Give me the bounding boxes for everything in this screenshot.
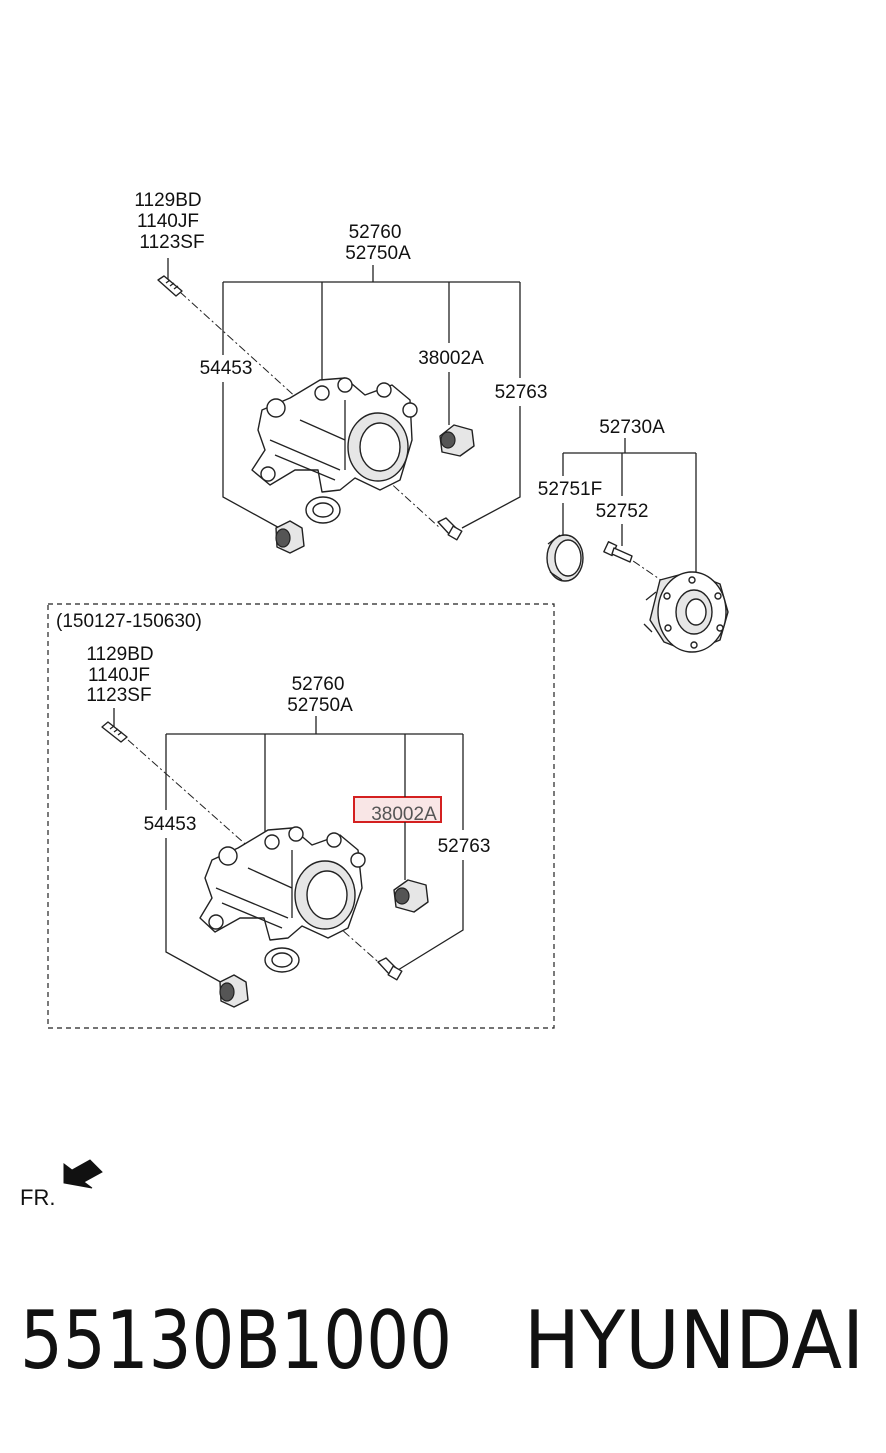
hub-cap-label: 52751F: [538, 479, 602, 500]
part-number: 55130B1000: [20, 1294, 452, 1387]
lower-bolt-label-1: 1129BD: [86, 644, 153, 665]
upper-knuckle-label-1: 52760: [349, 222, 402, 243]
hub-cap: [546, 534, 584, 582]
hub-group: 52730A 52751F 52752: [538, 417, 729, 653]
upper-bolt-right-label: 52763: [495, 382, 548, 403]
lower-group-frame: [47, 603, 555, 1029]
direction-indicator: FR.: [20, 1159, 103, 1210]
upper-bushing-right-label: 38002A: [418, 348, 484, 369]
upper-knuckle: [251, 377, 418, 524]
lower-bushing-right: [393, 879, 429, 913]
hub-stud: [603, 541, 633, 563]
highlight-box: [353, 796, 442, 823]
lower-bolt-label-3: 1123SF: [86, 685, 151, 706]
upper-leader-lines: [167, 258, 521, 531]
upper-bolt-label-3: 1123SF: [139, 232, 204, 253]
upper-bolt-label-1: 1129BD: [134, 190, 201, 211]
direction-arrow-icon: [63, 1159, 103, 1189]
lower-date-range: (150127-150630): [56, 611, 202, 632]
lower-bolt-right: [377, 957, 403, 981]
lower-bushing-left: [219, 974, 249, 1008]
direction-label: FR.: [20, 1185, 55, 1210]
upper-bolt-label-2: 1140JF: [137, 211, 199, 232]
upper-bushing-left: [275, 520, 305, 554]
lower-group: (150127-150630) 1129BD 1140JF 1123SF 527…: [47, 603, 555, 1029]
upper-knuckle-label-2: 52750A: [345, 243, 411, 264]
upper-bolt-right: [437, 517, 463, 541]
lower-knuckle-label-1: 52760: [292, 674, 345, 695]
upper-bolt: [157, 275, 183, 297]
upper-bushing-right: [439, 424, 475, 457]
lower-bushing-left-label: 54453: [144, 814, 197, 835]
hub-assembly-label: 52730A: [599, 417, 665, 438]
upper-bushing-left-label: 54453: [200, 358, 253, 379]
lower-bolt-right-label: 52763: [438, 836, 491, 857]
hub-flange: [643, 571, 729, 653]
hub-stud-label: 52752: [596, 501, 649, 522]
brand-name: HYUNDAI: [524, 1294, 864, 1387]
upper-bolt-axis: [179, 291, 441, 529]
lower-knuckle-label-2: 52750A: [287, 695, 353, 716]
lower-bushing-right-label: 38002A: [371, 804, 437, 825]
lower-bolt-label-2: 1140JF: [88, 665, 150, 686]
lower-knuckle: [199, 826, 366, 973]
lower-bolt: [101, 721, 128, 743]
upper-group: 1129BD 1140JF 1123SF 52760 52750A 54453 …: [134, 190, 548, 554]
hub-leader-lines: [562, 438, 697, 580]
lower-leader-lines: [113, 708, 464, 986]
